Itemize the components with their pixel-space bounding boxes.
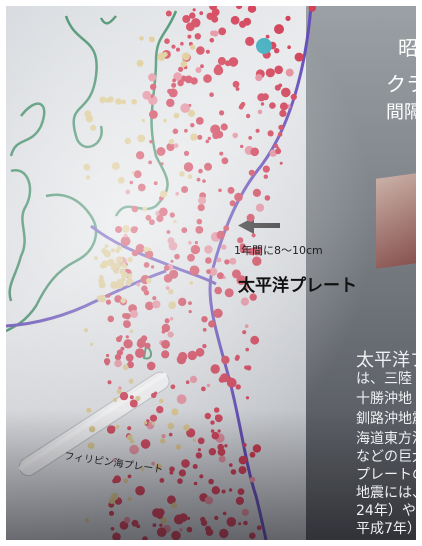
panel-body-1: は、三陸 [356, 371, 412, 387]
bottom-shadow [6, 410, 416, 540]
panel-body-0: 太平洋プ [356, 350, 416, 371]
panel-line-3: 間隔 [386, 102, 416, 123]
panel-body-9: 平成7年） [356, 521, 416, 537]
panel-body-2: 十勝沖地 [356, 391, 412, 407]
panel-line-2: クラ [386, 72, 416, 96]
panel-body-5: などの巨大 [356, 449, 416, 465]
museum-display-photo: 1年間に8～10cm 太平洋プレート フィリピン海プレート 昭 クラ 間隔 太平… [6, 6, 416, 540]
panel-body-6: プレートの [356, 467, 416, 483]
panel-body-7: 地震には、 [356, 485, 416, 501]
panel-body-3: 釧路沖地震 [356, 411, 416, 427]
plate-speed-label: 1年間に8～10cm [234, 244, 323, 257]
panel-line-1: 昭 [398, 36, 416, 60]
panel-body-4: 海道東方沖 [356, 431, 416, 447]
pacific-plate-label: 太平洋プレート [238, 276, 357, 296]
panel-body-8: 24年）や兵 [356, 503, 416, 519]
